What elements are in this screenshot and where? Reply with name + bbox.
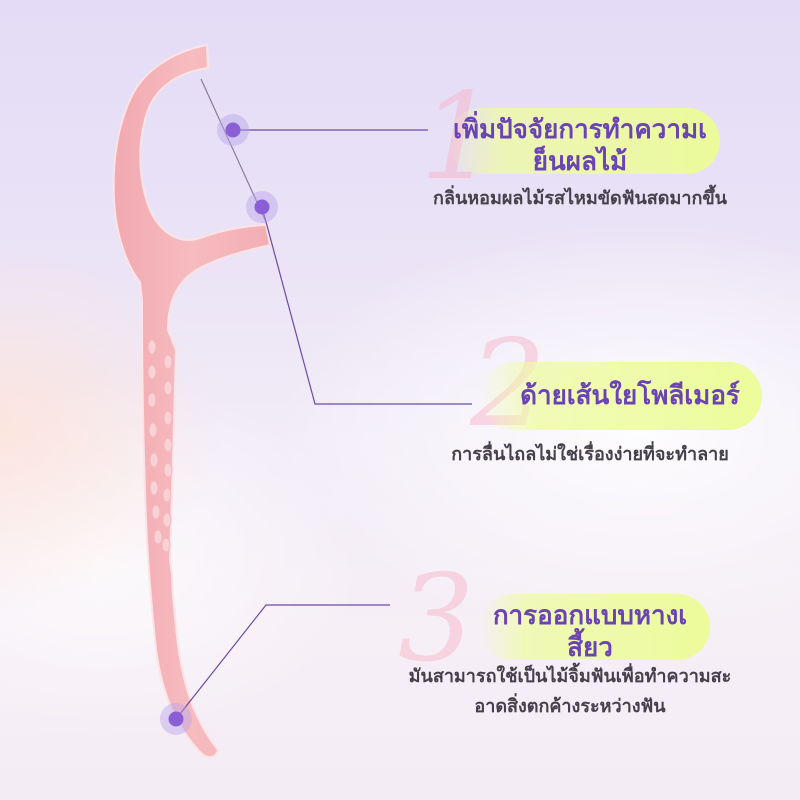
- callout-1: [217, 114, 428, 146]
- callout-3: [160, 604, 390, 735]
- feature-3-title-line2: สี้ยว: [567, 633, 613, 663]
- feature-3-title: การออกแบบหางเ สี้ยว: [470, 600, 710, 664]
- feature-1-description: กลิ่นหอมผลไม้รสไหมขัดฟันสดมากขึ้น: [433, 188, 727, 209]
- feature-1-title: เพิ่มปัจจัยการทำความเ ย็นผลไม้: [430, 114, 730, 178]
- feature-3-description: มันสามารถใช้เป็นไม้จิ้มฟันเพื่อทำความสะ …: [350, 662, 790, 722]
- feature-1-title-line1: เพิ่มปัจจัยการทำความเ: [452, 115, 708, 145]
- dental-flosser-icon: [112, 43, 272, 758]
- feature-2-description: การลื่นไถลไม่ใช่เรื่องง่ายที่จะทำลาย: [451, 444, 729, 465]
- feature-2-title: ด้ายเส้นใยโพลีเมอร์: [520, 381, 740, 411]
- feature-1-title-line2: ย็นผลไม้: [532, 147, 628, 177]
- feature-3-highlight: [480, 594, 710, 660]
- feature-3-description-line2: อาดสิ่งตกค้างระหว่างฟัน: [474, 696, 666, 717]
- feature-1-highlight: [448, 108, 720, 174]
- feature-2-highlight: [480, 362, 762, 430]
- floss-thread: [200, 78, 267, 223]
- feature-3-description-line1: มันสามารถใช้เป็นไม้จิ้มฟันเพื่อทำความสะ: [408, 666, 732, 687]
- feature-3-title-line1: การออกแบบหางเ: [492, 601, 688, 631]
- feature-number-3: 3: [398, 550, 475, 689]
- callout-2: [246, 191, 472, 405]
